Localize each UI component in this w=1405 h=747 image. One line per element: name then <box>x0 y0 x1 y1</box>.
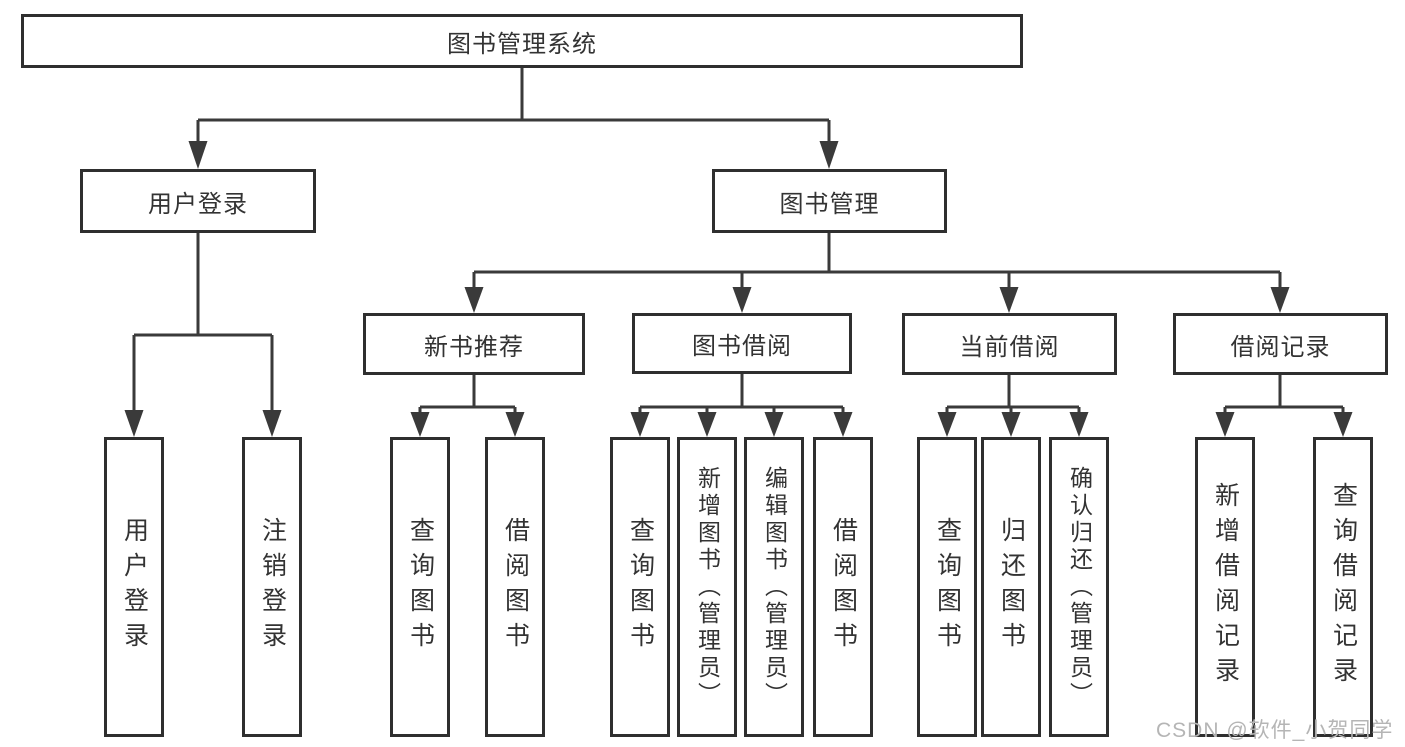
node-user-login: 用户登录 <box>80 169 316 233</box>
node-book-management: 图书管理 <box>712 169 947 233</box>
leaf-edit-books-admin: 编辑图书（管理员） <box>744 437 804 737</box>
node-current-borrow: 当前借阅 <box>902 313 1117 375</box>
leaf-borrow-books-recommend: 借阅图书 <box>485 437 545 737</box>
leaf-borrow-books: 借阅图书 <box>813 437 873 737</box>
node-borrow-records: 借阅记录 <box>1173 313 1388 375</box>
leaf-add-books-admin: 新增图书（管理员） <box>677 437 737 737</box>
arrowheads <box>124 141 1353 437</box>
node-new-book-recommend: 新书推荐 <box>363 313 585 375</box>
leaf-confirm-return-admin: 确认归还（管理员） <box>1049 437 1109 737</box>
leaf-query-books-borrow: 查询图书 <box>610 437 670 737</box>
node-root-library-system: 图书管理系统 <box>21 14 1023 68</box>
leaf-query-books-recommend: 查询图书 <box>390 437 450 737</box>
node-book-borrow: 图书借阅 <box>632 313 852 374</box>
leaf-query-borrow-record: 查询借阅记录 <box>1313 437 1373 737</box>
leaf-return-books: 归还图书 <box>981 437 1041 737</box>
csdn-watermark: CSDN @软件_小贺同学 <box>1156 719 1394 742</box>
leaf-logout: 注销登录 <box>242 437 302 737</box>
leaf-query-books-current: 查询图书 <box>917 437 977 737</box>
leaf-add-borrow-record: 新增借阅记录 <box>1195 437 1255 737</box>
leaf-user-login: 用户登录 <box>104 437 164 737</box>
